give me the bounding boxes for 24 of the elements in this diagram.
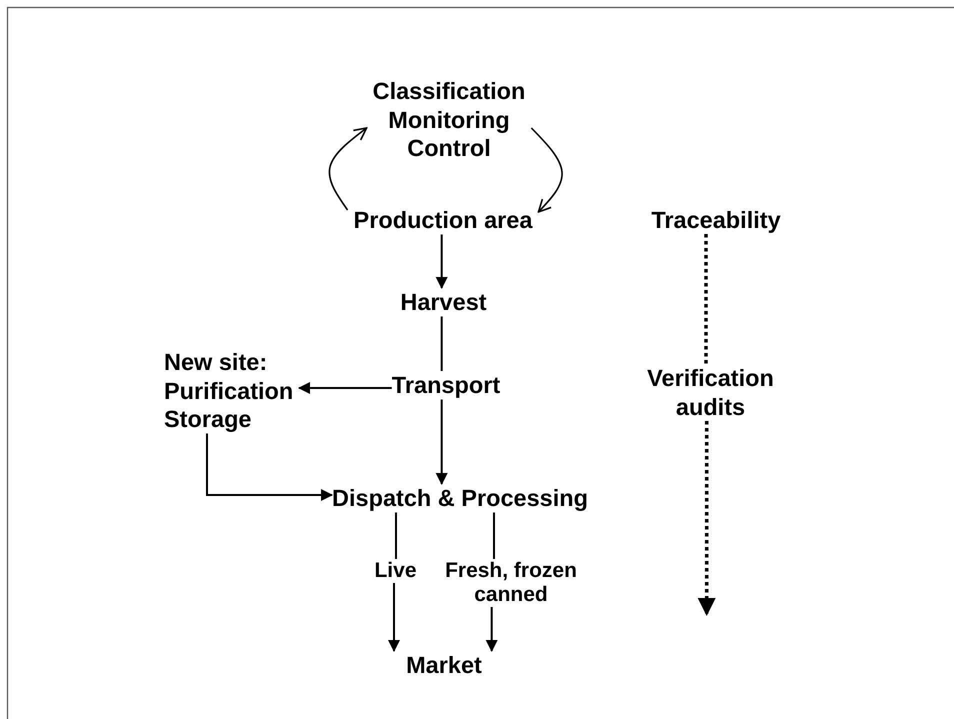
connector-line — [493, 512, 495, 559]
flow-step: Harvest — [400, 288, 487, 316]
curved-arrow — [530, 127, 563, 213]
flow-step: Transport — [392, 371, 500, 400]
audit-step: Verification audits — [647, 364, 774, 421]
arrow — [298, 382, 392, 394]
branch-label: Live — [374, 559, 417, 583]
curved-arrow — [328, 127, 368, 210]
connector-line — [395, 512, 397, 559]
arrow — [436, 400, 448, 485]
flow-step: Market — [406, 651, 482, 680]
connector-line — [440, 316, 443, 371]
arrow — [206, 434, 334, 501]
flow-step: Classification Monitoring Control — [372, 77, 526, 162]
audit-step: Traceability — [651, 206, 781, 234]
flow-step: Dispatch & Processing — [332, 484, 588, 512]
dotted-arrow — [698, 421, 716, 616]
arrow — [486, 607, 498, 652]
dotted-line — [704, 234, 708, 364]
arrow — [436, 234, 448, 289]
arrow — [388, 583, 400, 652]
flow-step: New site: Purification Storage — [164, 348, 299, 434]
branch-label: Fresh, frozen canned — [443, 559, 579, 607]
flow-step: Production area — [354, 206, 532, 234]
